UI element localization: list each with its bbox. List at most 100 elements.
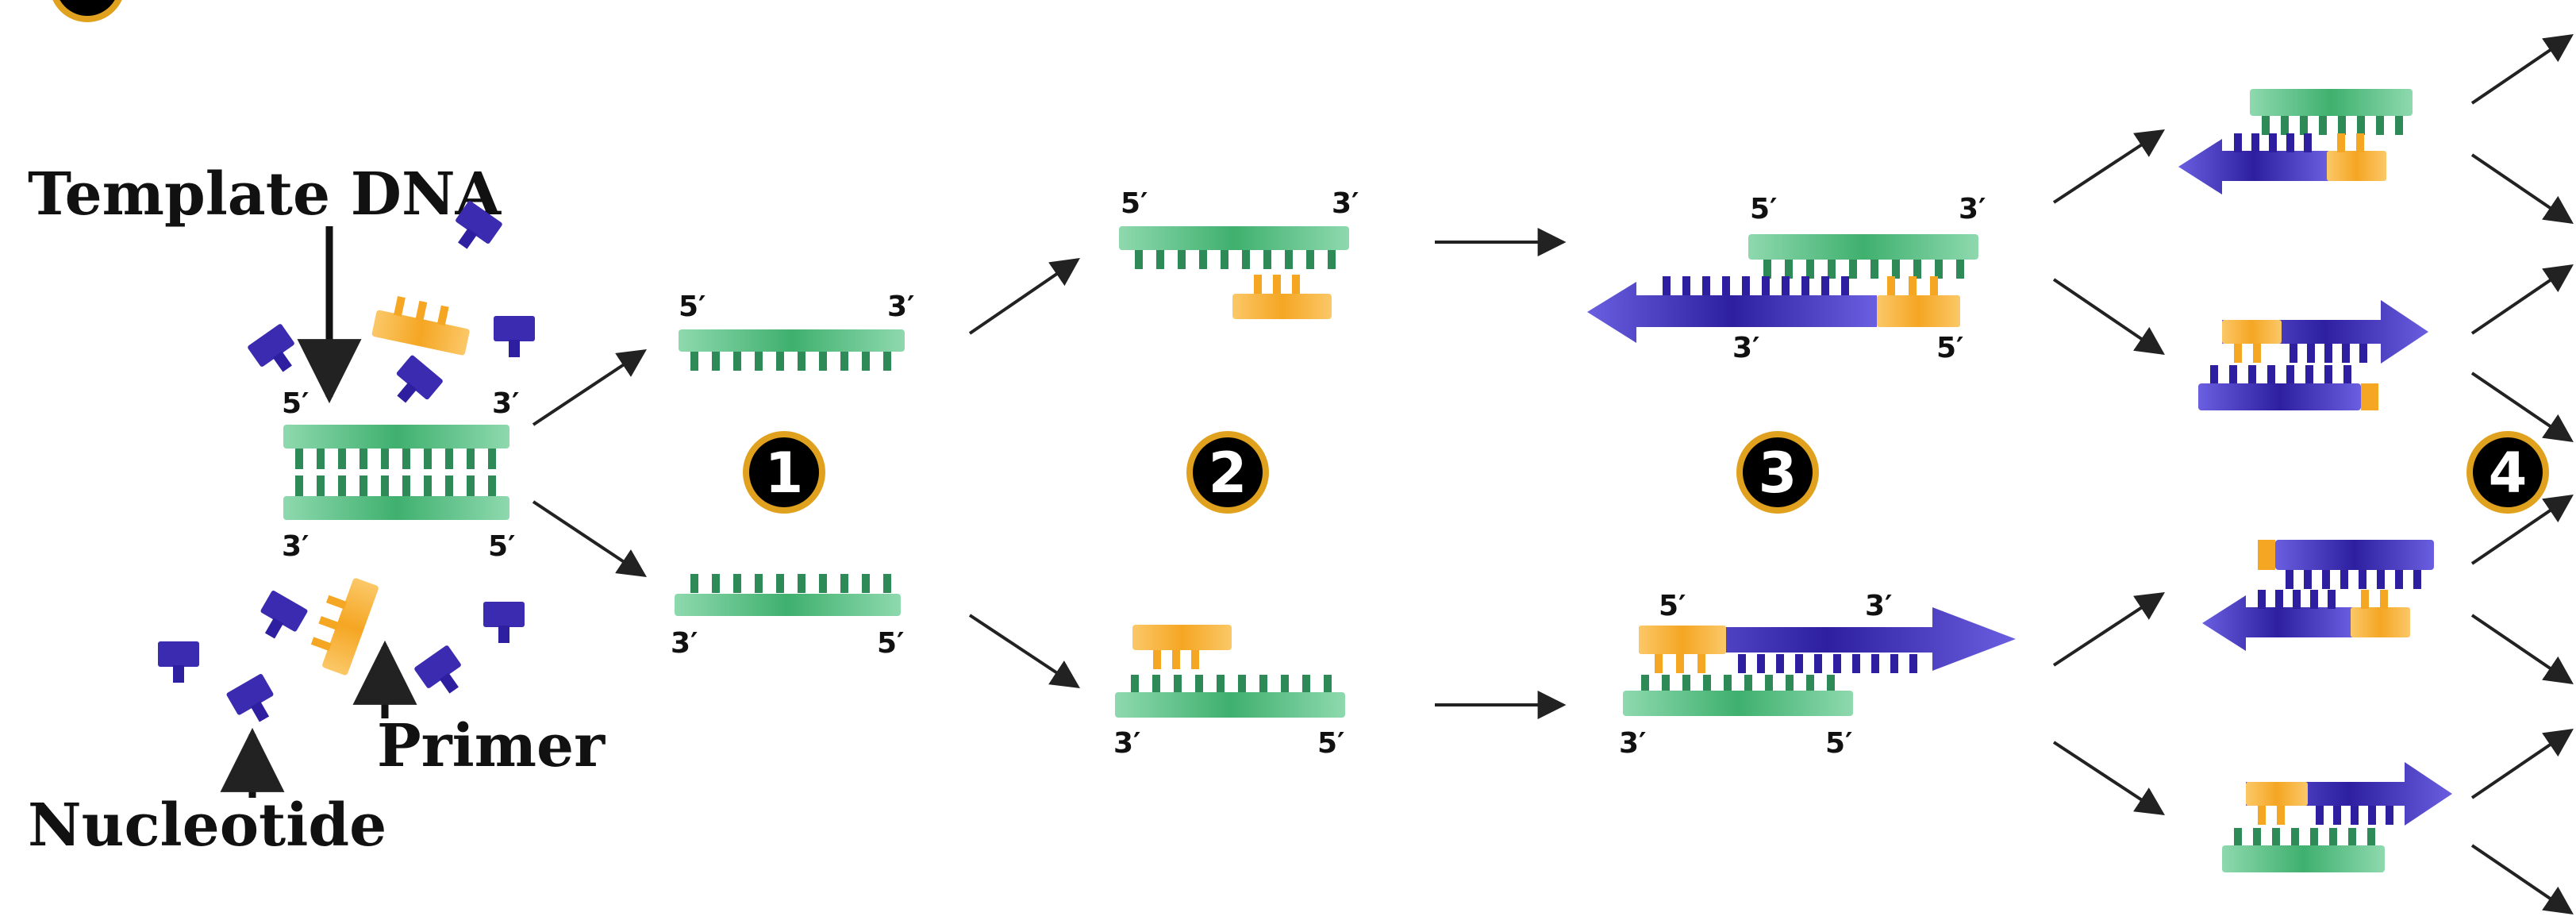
base-tooth <box>2307 344 2315 363</box>
base-tooth <box>2286 133 2294 152</box>
base-tooth <box>2319 116 2327 135</box>
step2-top <box>1119 226 1349 319</box>
base-tooth <box>424 449 432 469</box>
base-tooth <box>1892 260 1900 279</box>
step1-bottom-strand <box>675 574 901 616</box>
end-label: 5′ <box>1317 727 1345 760</box>
base-tooth <box>1738 654 1746 673</box>
base-tooth <box>1324 675 1332 694</box>
base-tooth <box>2275 590 2283 609</box>
end-label: 5′ <box>1121 187 1148 220</box>
base-tooth <box>2286 365 2294 384</box>
nucleotide-icon <box>494 316 535 357</box>
base-tooth <box>1909 276 1917 295</box>
base-tooth <box>1782 276 1790 295</box>
base-tooth <box>1795 654 1803 673</box>
step-badge-icon: 4 <box>2466 431 2549 514</box>
base-tooth <box>1762 276 1770 295</box>
base-tooth <box>467 449 475 469</box>
step4-product-2 <box>2198 300 2428 410</box>
base-tooth <box>690 352 698 371</box>
base-tooth <box>2210 365 2218 384</box>
base-tooth <box>1152 675 1160 694</box>
step3-bottom <box>1623 607 2016 716</box>
base-tooth <box>295 475 303 496</box>
base-tooth <box>1191 650 1199 669</box>
base-tooth <box>2251 133 2259 152</box>
base-tooth <box>1302 675 1310 694</box>
end-label: 5′ <box>1825 727 1853 760</box>
base-tooth <box>2343 365 2351 384</box>
nucleotide-icon <box>396 355 443 403</box>
base-tooth <box>2361 590 2369 609</box>
base-tooth <box>2248 365 2256 384</box>
base-tooth <box>1131 675 1139 694</box>
base-tooth <box>2359 570 2366 589</box>
nucleotide-icon <box>226 674 274 722</box>
base-tooth <box>1935 260 1943 279</box>
base-tooth <box>712 352 720 371</box>
base-tooth <box>1285 250 1293 269</box>
base-tooth <box>1913 260 1921 279</box>
base-tooth <box>1870 260 1878 279</box>
base-tooth <box>1676 654 1684 673</box>
step-number: 4 <box>2489 441 2528 506</box>
step-number: 2 <box>1209 441 1248 506</box>
base-tooth <box>1742 276 1750 295</box>
base-tooth <box>445 449 453 469</box>
base-tooth <box>1744 675 1752 694</box>
base-tooth <box>2376 116 2384 135</box>
base-tooth <box>1765 675 1773 694</box>
base-tooth <box>2367 828 2375 847</box>
base-tooth <box>1682 276 1690 295</box>
base-tooth <box>2337 133 2345 152</box>
base-tooth <box>2333 806 2341 825</box>
base-tooth <box>1174 675 1182 694</box>
end-label: 5′ <box>1659 590 1686 622</box>
end-label: 3′ <box>1619 727 1647 760</box>
nucleotide-icon <box>414 645 461 694</box>
base-tooth <box>1833 654 1841 673</box>
base-tooth <box>2356 133 2364 152</box>
end-label: 5′ <box>488 530 516 563</box>
base-tooth <box>359 449 367 469</box>
base-tooth <box>317 475 325 496</box>
arrow-icon <box>2470 264 2574 335</box>
base-tooth <box>1849 260 1857 279</box>
base-tooth <box>2357 116 2365 135</box>
arrow-icon <box>2470 33 2574 105</box>
base-tooth <box>1702 276 1710 295</box>
base-tooth <box>402 475 410 496</box>
end-label: 5′ <box>282 387 310 420</box>
base-tooth <box>1328 250 1336 269</box>
base-tooth <box>488 475 496 496</box>
step-number: 3 <box>1759 441 1797 506</box>
step-badge-icon: 2 <box>1186 431 1269 514</box>
base-tooth <box>2262 116 2270 135</box>
step3-top <box>1587 234 1978 343</box>
base-tooth <box>2267 365 2275 384</box>
base-tooth <box>2348 828 2356 847</box>
base-tooth <box>2272 828 2280 847</box>
arrow-icon <box>968 257 1080 335</box>
arrow-icon <box>532 349 647 426</box>
base-tooth <box>1153 650 1161 669</box>
base-tooth <box>2269 133 2277 152</box>
base-tooth <box>381 475 389 496</box>
end-label: 3′ <box>492 387 520 420</box>
base-tooth <box>1281 675 1289 694</box>
base-tooth <box>2380 590 2388 609</box>
base-tooth <box>338 475 346 496</box>
base-tooth <box>1722 276 1730 295</box>
base-tooth <box>712 574 720 593</box>
step4-product-4 <box>2222 762 2452 872</box>
base-tooth <box>2281 116 2289 135</box>
base-tooth <box>2338 116 2346 135</box>
base-tooth <box>2258 806 2266 825</box>
base-tooth <box>2234 344 2242 363</box>
step-badge-icon: 1 <box>743 431 825 514</box>
base-tooth <box>2300 116 2308 135</box>
base-tooth <box>1785 260 1793 279</box>
arrow-icon <box>2470 372 2574 443</box>
base-tooth <box>2234 133 2242 152</box>
